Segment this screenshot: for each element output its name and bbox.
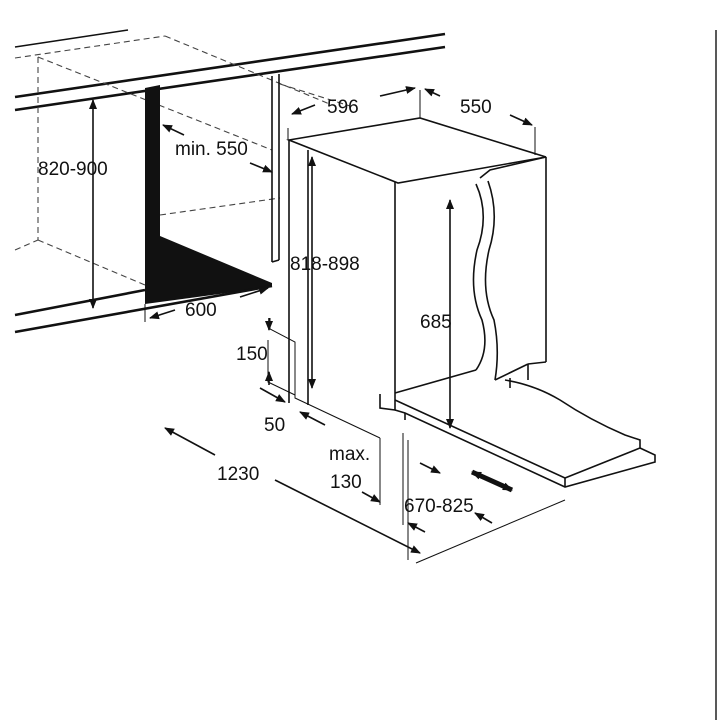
label-total-depth: 1230 xyxy=(217,464,259,485)
label-appliance-height: 818-898 xyxy=(290,254,360,275)
countertop xyxy=(14,29,446,112)
label-max-value: 130 xyxy=(330,472,362,493)
side-wall xyxy=(271,74,280,263)
label-door-height: 685 xyxy=(420,312,452,333)
label-door-open-range: 670-825 xyxy=(404,496,474,517)
label-niche-height: 820-900 xyxy=(38,159,108,180)
label-appliance-depth: 550 xyxy=(460,97,492,118)
label-plinth-height: 150 xyxy=(236,344,268,365)
label-plinth-setback: 50 xyxy=(264,415,285,436)
label-appliance-width: 596 xyxy=(327,97,359,118)
label-niche-depth: min. 550 xyxy=(175,139,248,160)
slide-direction-arrow xyxy=(470,469,514,493)
plinth-lines xyxy=(14,284,273,334)
open-door xyxy=(379,379,656,488)
dimension-arrows xyxy=(89,86,533,554)
label-max: max. xyxy=(329,444,370,465)
cabinet-side-panel xyxy=(145,85,272,304)
label-niche-width: 600 xyxy=(185,300,217,321)
